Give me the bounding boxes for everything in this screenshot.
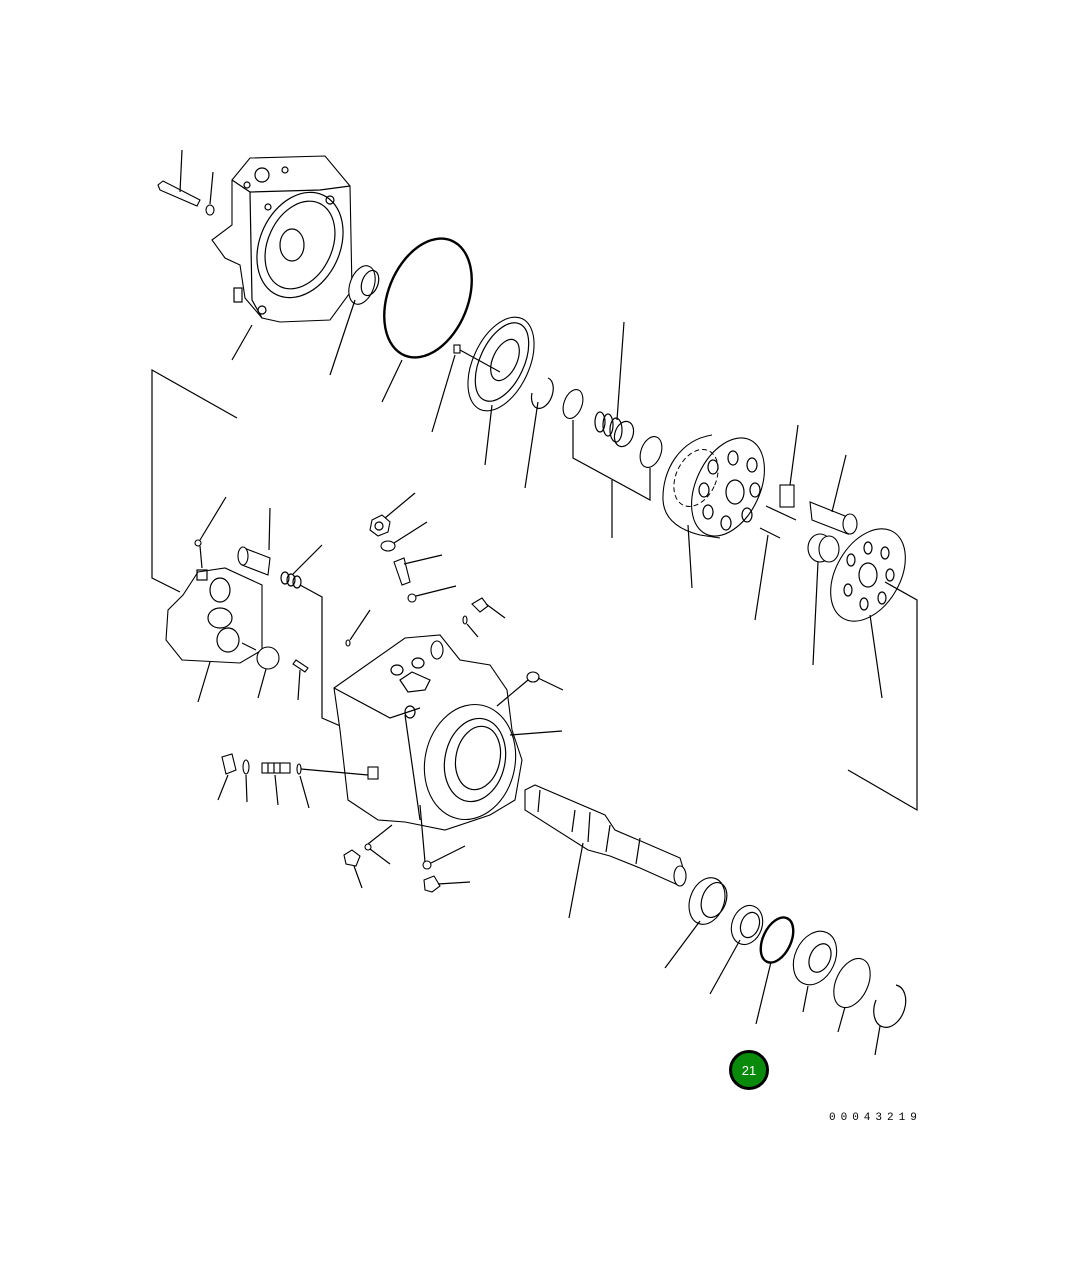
bearing-bottom [664, 877, 728, 969]
spring [594, 321, 635, 448]
o-ring-bottom [755, 916, 795, 1025]
control-valve-cover [165, 567, 263, 703]
retainer-plate [830, 528, 918, 812]
plug-right [496, 671, 564, 707]
nut-small [217, 753, 237, 801]
washer-small-2 [242, 759, 250, 803]
valve-plate [467, 316, 535, 466]
bearing-top [329, 265, 380, 376]
plug-bottom [423, 875, 471, 893]
o-ring-large [381, 237, 473, 403]
drawing-number: 00043219 [829, 1112, 922, 1124]
o-ring-tiny-4 [462, 615, 479, 638]
needle-bearing [807, 533, 840, 666]
o-ring-tiny-2 [407, 585, 457, 603]
pin-small [292, 659, 309, 701]
shim-1 [562, 389, 584, 419]
cylinder-block [662, 434, 765, 589]
oil-seal [792, 930, 838, 1013]
snap-ring-1 [524, 377, 554, 489]
callout-badge[interactable]: 21 [729, 1050, 769, 1090]
plug-nut [369, 492, 416, 537]
o-ring-tiny-3 [345, 609, 371, 647]
washer-small [205, 171, 215, 216]
guide-pin [809, 454, 858, 535]
plug-top-right [471, 597, 506, 619]
pin [431, 344, 501, 433]
plug-ball [241, 642, 280, 699]
spring-plug [261, 762, 291, 806]
washer-mid [380, 521, 428, 552]
plug-bottom-left [343, 849, 363, 889]
shim-2 [639, 436, 663, 468]
bolt [157, 149, 201, 207]
spacer-plate [765, 424, 799, 521]
seal-ring-1 [709, 904, 764, 995]
retaining-ring [833, 957, 871, 1033]
pin-2 [754, 527, 781, 621]
adjust-screw [393, 554, 443, 586]
o-ring-tiny-6 [364, 824, 393, 865]
sleeve [237, 507, 271, 576]
snap-ring-bottom [873, 984, 907, 1056]
o-ring-tiny-5 [296, 763, 369, 809]
drive-shaft [524, 784, 687, 919]
pump-case [333, 634, 563, 831]
o-ring-tiny-1 [194, 496, 227, 569]
spring-small [280, 544, 346, 729]
end-cap-housing [211, 155, 353, 323]
o-ring-tiny-7 [419, 804, 466, 870]
